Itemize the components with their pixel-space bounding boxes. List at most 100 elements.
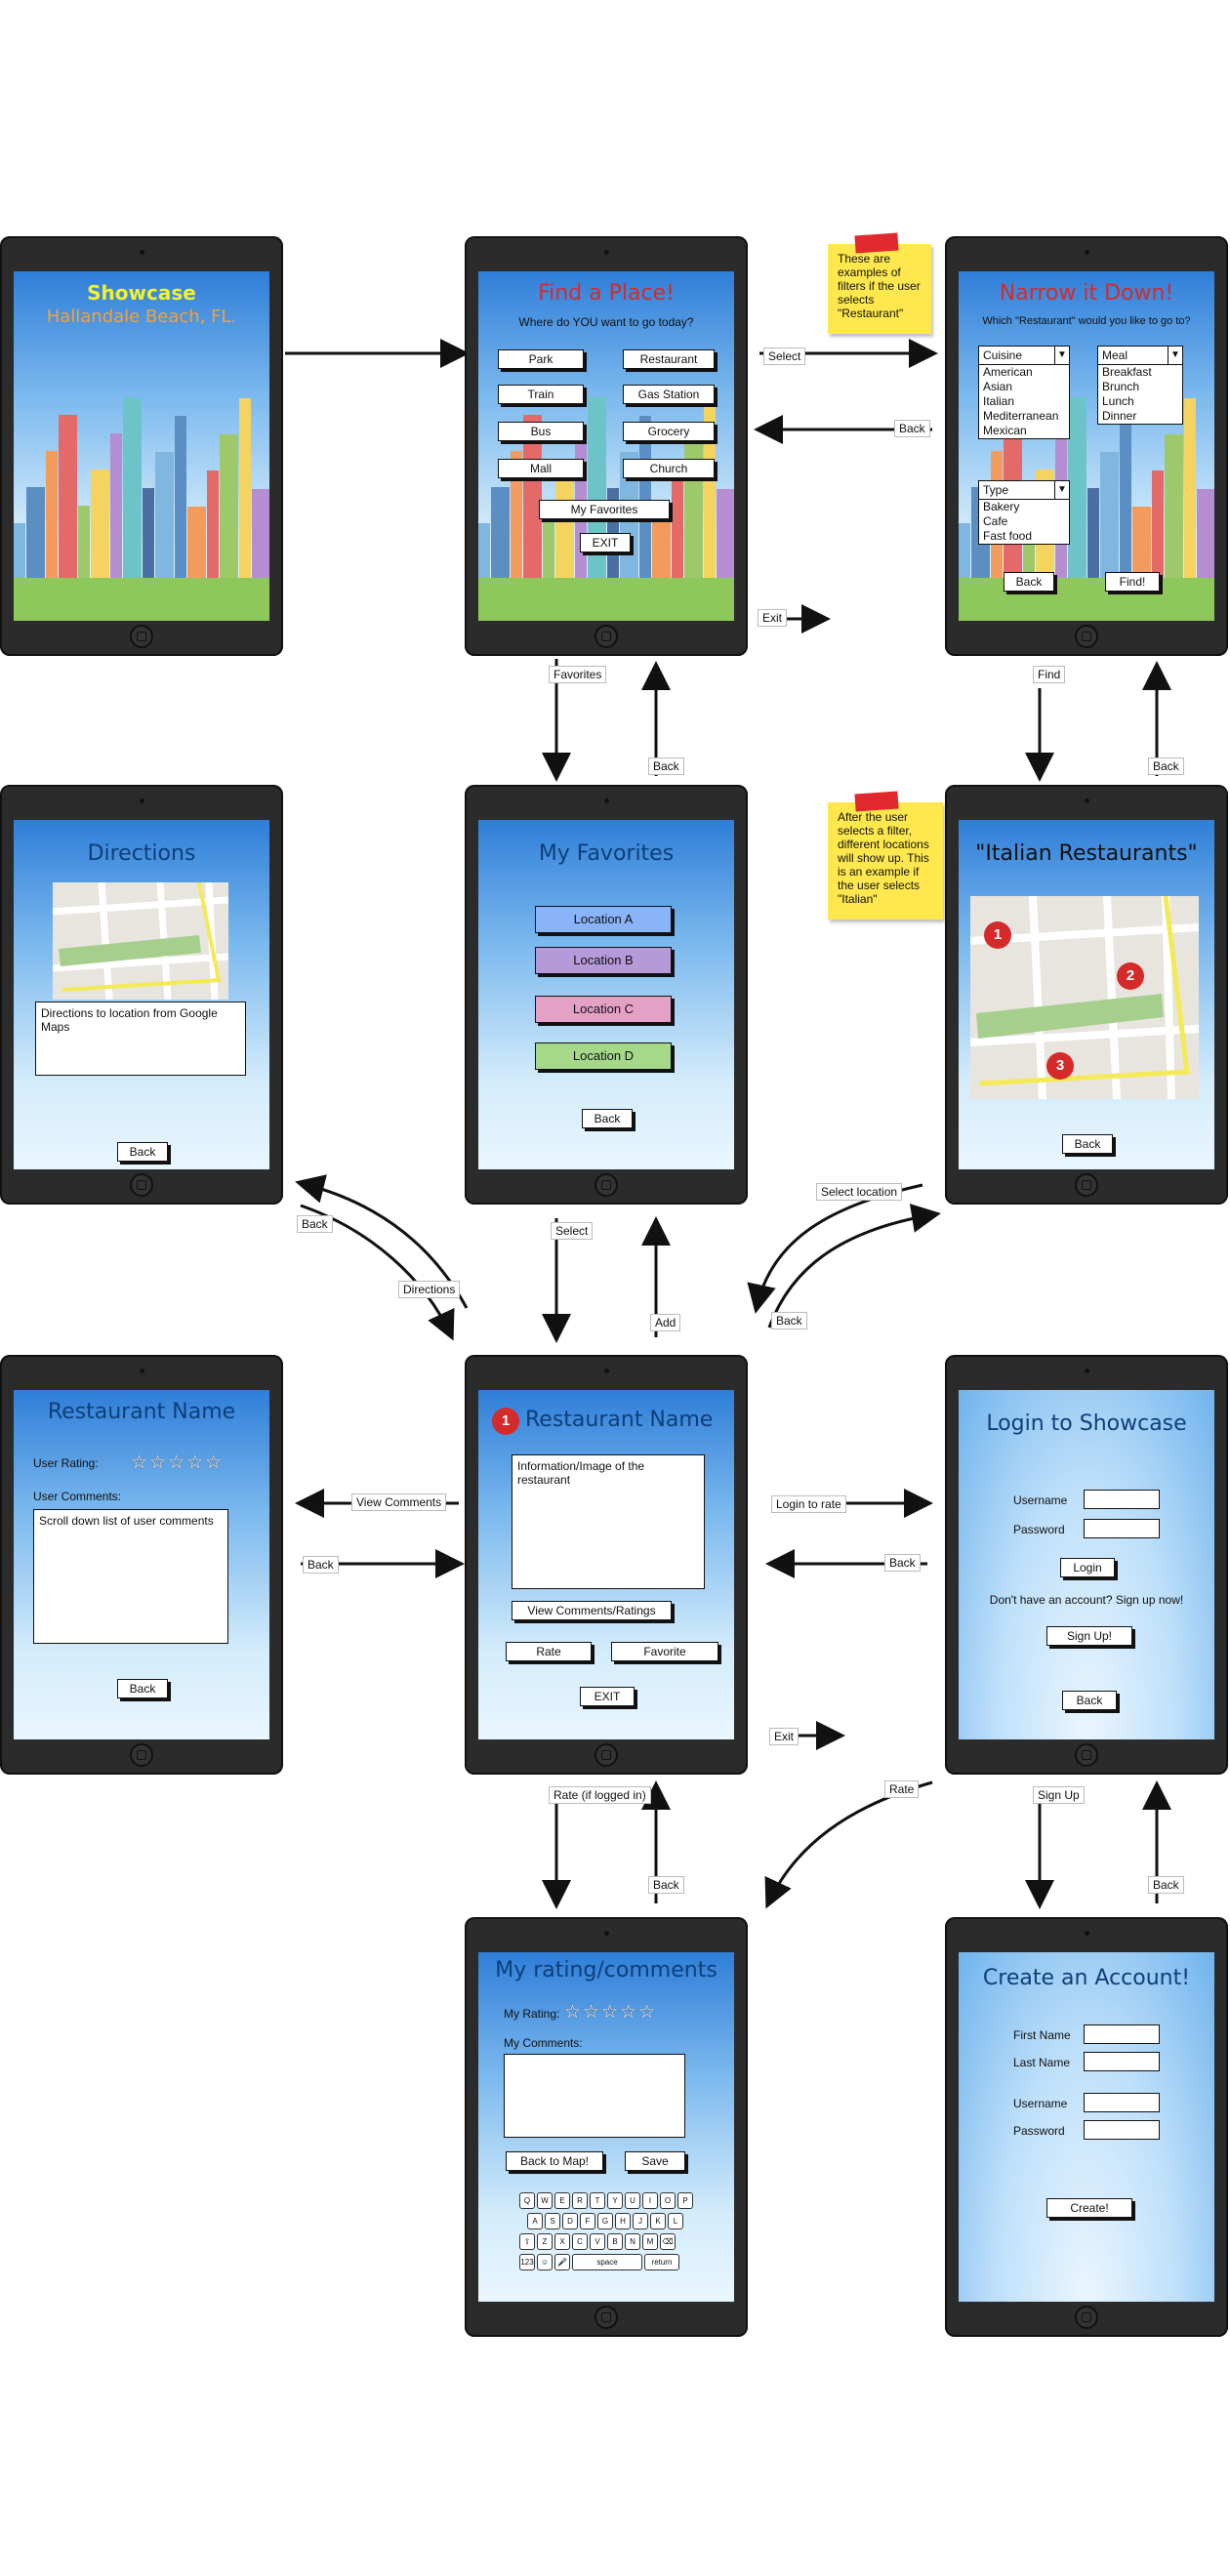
exit-button[interactable]: EXIT	[580, 1687, 635, 1706]
keyboard-key[interactable]: K	[650, 2213, 666, 2229]
dropdown-option[interactable]: Dinner	[1102, 409, 1137, 423]
password-field[interactable]	[1084, 1519, 1160, 1538]
comments-textarea[interactable]	[504, 2054, 685, 2138]
grocery-button[interactable]: Grocery	[623, 422, 715, 441]
dropdown-option[interactable]: Italian	[983, 394, 1015, 408]
keyboard-key[interactable]: space	[572, 2254, 642, 2270]
dropdown-option[interactable]: Mexican	[983, 424, 1027, 437]
home-button-icon[interactable]	[594, 625, 618, 648]
home-button-icon[interactable]	[594, 1173, 618, 1197]
username-field[interactable]	[1084, 1490, 1160, 1509]
back-button[interactable]: Back	[117, 1679, 168, 1698]
find-button[interactable]: Find!	[1105, 572, 1160, 592]
park-button[interactable]: Park	[498, 349, 584, 369]
keyboard-key[interactable]: ⇧	[519, 2233, 535, 2250]
keyboard-key[interactable]: Q	[519, 2192, 535, 2209]
keyboard-key[interactable]: F	[580, 2213, 595, 2229]
keyboard-key[interactable]: 🎤	[554, 2254, 570, 2270]
keyboard-key[interactable]: return	[644, 2254, 679, 2270]
results-map[interactable]: 1 2 3	[970, 896, 1199, 1099]
home-button-icon[interactable]	[130, 1173, 153, 1197]
dropdown-option[interactable]: American	[983, 365, 1033, 379]
first-name-field[interactable]	[1084, 2024, 1160, 2044]
keyboard-key[interactable]: B	[607, 2233, 623, 2250]
keyboard-key[interactable]: R	[572, 2192, 588, 2209]
home-button-icon[interactable]	[594, 2306, 618, 2329]
keyboard-key[interactable]: L	[668, 2213, 683, 2229]
keyboard-key[interactable]: ⌫	[660, 2233, 676, 2250]
dropdown-option[interactable]: Mediterranean	[983, 409, 1059, 423]
keyboard-key[interactable]: C	[572, 2233, 588, 2250]
last-name-field[interactable]	[1084, 2052, 1160, 2071]
dropdown-arrow-icon[interactable]: ▼	[1054, 481, 1069, 499]
map-pin-icon[interactable]: 3	[1046, 1052, 1074, 1080]
home-button-icon[interactable]	[1075, 1743, 1098, 1767]
keyboard-key[interactable]: P	[677, 2192, 693, 2209]
location-c-button[interactable]: Location C	[535, 996, 672, 1023]
keyboard-key[interactable]: D	[562, 2213, 578, 2229]
comments-list[interactable]: Scroll down list of user comments	[33, 1509, 228, 1644]
location-b-button[interactable]: Location B	[535, 947, 672, 974]
back-button[interactable]: Back	[1062, 1691, 1117, 1710]
back-button[interactable]: Back	[1062, 1134, 1113, 1154]
keyboard-key[interactable]: S	[545, 2213, 560, 2229]
train-button[interactable]: Train	[498, 385, 584, 404]
home-button-icon[interactable]	[1075, 1173, 1098, 1197]
mall-button[interactable]: Mall	[498, 459, 584, 478]
password-field[interactable]	[1084, 2120, 1160, 2140]
dropdown-option[interactable]: Cafe	[983, 514, 1008, 528]
keyboard-key[interactable]: M	[642, 2233, 658, 2250]
meal-dropdown[interactable]: Meal▼ Breakfast Brunch Lunch Dinner	[1097, 346, 1183, 425]
gas-station-button[interactable]: Gas Station	[623, 385, 715, 404]
keyboard-key[interactable]: 123	[519, 2254, 535, 2270]
keyboard-key[interactable]: Z	[537, 2233, 553, 2250]
keyboard-key[interactable]: J	[633, 2213, 648, 2229]
map-pin-icon[interactable]: 1	[984, 921, 1011, 949]
dropdown-arrow-icon[interactable]: ▼	[1168, 347, 1182, 364]
dropdown-option[interactable]: Bakery	[983, 500, 1020, 513]
keyboard-key[interactable]: W	[537, 2192, 553, 2209]
login-button[interactable]: Login	[1060, 1558, 1115, 1577]
dropdown-option[interactable]: Asian	[983, 380, 1013, 393]
view-comments-button[interactable]: View Comments/Ratings	[512, 1601, 672, 1620]
keyboard-key[interactable]: G	[597, 2213, 613, 2229]
keyboard-key[interactable]: U	[625, 2192, 640, 2209]
home-button-icon[interactable]	[1075, 2306, 1098, 2329]
home-button-icon[interactable]	[130, 1743, 153, 1767]
keyboard-key[interactable]: N	[625, 2233, 640, 2250]
directions-map[interactable]	[53, 882, 228, 1000]
location-a-button[interactable]: Location A	[535, 906, 672, 933]
dropdown-arrow-icon[interactable]: ▼	[1054, 347, 1069, 364]
my-favorites-button[interactable]: My Favorites	[539, 500, 670, 519]
back-button[interactable]: Back	[1004, 572, 1054, 592]
back-button[interactable]: Back	[117, 1142, 168, 1162]
back-to-map-button[interactable]: Back to Map!	[506, 2151, 603, 2171]
keyboard-key[interactable]: I	[642, 2192, 658, 2209]
dropdown-option[interactable]: Breakfast	[1102, 365, 1152, 379]
map-pin-icon[interactable]: 2	[1117, 962, 1144, 990]
keyboard-key[interactable]: ☺	[537, 2254, 553, 2270]
favorite-button[interactable]: Favorite	[611, 1642, 718, 1661]
exit-button[interactable]: EXIT	[580, 533, 631, 552]
keyboard-key[interactable]: A	[527, 2213, 543, 2229]
dropdown-option[interactable]: Lunch	[1102, 394, 1134, 408]
home-button-icon[interactable]	[594, 1743, 618, 1767]
keyboard-key[interactable]: Y	[607, 2192, 623, 2209]
church-button[interactable]: Church	[623, 459, 715, 478]
username-field[interactable]	[1084, 2093, 1160, 2112]
bus-button[interactable]: Bus	[498, 422, 584, 441]
save-button[interactable]: Save	[625, 2151, 685, 2171]
keyboard-key[interactable]: H	[615, 2213, 631, 2229]
type-dropdown[interactable]: Type▼ Bakery Cafe Fast food	[978, 480, 1070, 545]
rate-button[interactable]: Rate	[506, 1642, 592, 1661]
keyboard-key[interactable]: V	[590, 2233, 605, 2250]
back-button[interactable]: Back	[582, 1109, 633, 1128]
location-d-button[interactable]: Location D	[535, 1043, 672, 1070]
home-button-icon[interactable]	[1075, 625, 1098, 648]
star-icon[interactable]: ☆☆☆☆☆	[564, 2002, 658, 2023]
keyboard-key[interactable]: O	[660, 2192, 676, 2209]
cuisine-dropdown[interactable]: Cuisine▼ American Asian Italian Mediterr…	[978, 346, 1070, 439]
restaurant-button[interactable]: Restaurant	[623, 349, 715, 369]
dropdown-option[interactable]: Brunch	[1102, 380, 1140, 393]
